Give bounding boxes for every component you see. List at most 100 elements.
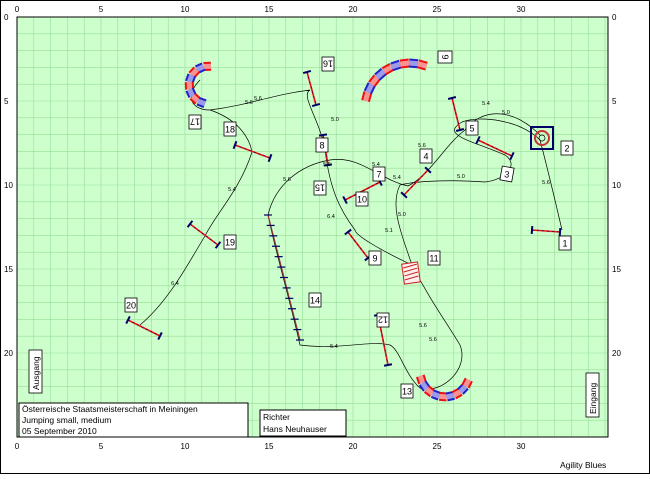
y-tick-label: 5: [4, 97, 9, 106]
jump-wing: [532, 226, 533, 234]
number-label: 16: [323, 59, 333, 69]
tunnel-highlight: [439, 396, 446, 397]
distance-label: 6.4: [171, 281, 179, 287]
field: [17, 17, 608, 437]
number-label: 10: [357, 195, 367, 205]
number-label: 7: [376, 170, 381, 180]
number-label: 15: [315, 183, 325, 193]
x-tick-label: 5: [99, 5, 104, 14]
number-label: 8: [319, 141, 324, 151]
number-label: 13: [402, 387, 412, 397]
distance-label: 5.4: [393, 175, 401, 181]
distance-label: 5.0: [398, 212, 406, 218]
obstacle-number: 13: [401, 384, 413, 398]
y-tick-label: 20: [612, 349, 621, 358]
tunnel-highlight: [420, 376, 422, 383]
tunnel-highlight: [392, 64, 400, 67]
obstacle-number: 1: [559, 236, 571, 250]
x-tick-label: 10: [181, 442, 190, 451]
number-label: 11: [429, 254, 438, 264]
y-tick-label: 0: [4, 13, 9, 22]
obstacle-number: 7: [373, 167, 385, 181]
judge-name: Hans Neuhauser: [263, 424, 327, 434]
obstacle-number: 3: [500, 166, 514, 182]
x-tick-label: 20: [349, 5, 358, 14]
long-jump-obstacle: [402, 262, 421, 284]
y-tick-label: 0: [612, 13, 617, 22]
tunnel-highlight: [447, 395, 454, 397]
distance-label: 5.6: [245, 100, 253, 106]
distance-label: 5.4: [228, 187, 236, 193]
distance-label: 5.6: [283, 177, 291, 183]
exit-text: Ausgang: [31, 356, 41, 390]
obstacle-number: 5: [466, 121, 478, 135]
judge-label: Richter: [263, 412, 290, 422]
distance-label: 5.6: [542, 180, 550, 186]
x-tick-label: 25: [433, 5, 442, 14]
distance-label: 5.1: [385, 228, 393, 234]
number-label: 14: [310, 296, 320, 306]
y-tick-label: 15: [612, 265, 621, 274]
obstacle-number: 18: [224, 122, 236, 136]
obstacle-number: 8: [316, 138, 328, 152]
jump-wing: [319, 134, 327, 135]
obstacle-number: 9: [369, 251, 381, 265]
distance-label: 5.6: [418, 143, 426, 149]
distance-label: 5.4: [482, 101, 490, 107]
tunnel-highlight: [409, 63, 418, 64]
tunnel-highlight: [190, 89, 193, 96]
obstacle-number: 4: [420, 149, 432, 163]
tunnel-highlight: [368, 84, 372, 92]
title-line-3: 05 September 2010: [22, 426, 97, 436]
number-label: 2: [564, 144, 569, 154]
title-box: Österreische Staatsmeisterschaft in Mein…: [19, 403, 248, 437]
y-tick-label: 15: [4, 265, 13, 274]
number-label: 1: [562, 239, 567, 249]
obstacle-number: 19: [224, 235, 236, 249]
number-label: 20: [126, 301, 136, 311]
tunnel-highlight: [423, 383, 427, 389]
tunnel-highlight: [400, 63, 409, 64]
x-tick-label: 15: [265, 442, 274, 451]
obstacle-number: 14: [309, 293, 321, 307]
x-tick-label: 0: [15, 442, 20, 451]
obstacle-number: 6: [438, 51, 452, 63]
tunnel-highlight: [198, 101, 205, 104]
x-tick-label: 25: [433, 442, 442, 451]
obstacle-number: 15: [314, 181, 326, 195]
tunnel-highlight: [197, 67, 204, 70]
x-tick-label: 15: [265, 5, 274, 14]
y-tick-label: 20: [4, 349, 13, 358]
title-line-1: Österreische Staatsmeisterschaft in Mein…: [22, 404, 198, 414]
obstacle-number: 12: [377, 313, 389, 327]
obstacle-number: 16: [322, 57, 334, 71]
distance-label: 6.4: [327, 214, 335, 220]
entry-text: Eingang: [588, 383, 598, 414]
distance-label: 5.0: [502, 110, 510, 116]
obstacle-number: 2: [561, 141, 573, 155]
distance-label: 5.0: [457, 174, 465, 180]
distance-label: 5.6: [419, 323, 427, 329]
obstacle-number: 17: [189, 115, 201, 129]
jump-wing: [560, 228, 561, 236]
number-label: 6: [441, 54, 451, 59]
distance-label: 5.6: [429, 337, 437, 343]
tunnel-highlight: [418, 64, 427, 66]
x-tick-label: 30: [517, 5, 526, 14]
y-tick-label: 10: [4, 181, 13, 190]
distance-label: 5.6: [254, 96, 262, 102]
entry-label: Eingang: [586, 373, 599, 417]
distance-label: 5.6: [323, 162, 331, 168]
obstacle-number: 10: [356, 192, 368, 206]
number-label: 18: [225, 125, 235, 135]
tunnel-highlight: [433, 394, 440, 397]
tunnel-highlight: [366, 92, 368, 101]
tunnel-highlight: [465, 380, 468, 387]
judge-box: Richter Hans Neuhauser: [260, 410, 346, 436]
tunnel-highlight: [189, 75, 192, 82]
distance-label: 5.4: [372, 162, 380, 168]
obstacle-number: 11: [428, 251, 440, 265]
exit-label: Ausgang: [29, 350, 42, 393]
